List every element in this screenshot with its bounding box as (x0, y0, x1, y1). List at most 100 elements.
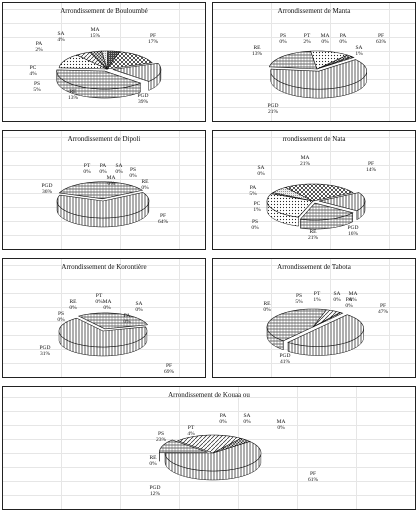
pie-chart (58, 312, 149, 357)
pie-chart (268, 50, 368, 99)
pie-slice (316, 56, 355, 70)
pie-slice (101, 50, 109, 70)
pie-slice (212, 438, 251, 454)
pie-slice (56, 69, 142, 90)
pie-slice (284, 183, 354, 202)
pie-slice (77, 312, 149, 330)
pie-chart (56, 50, 162, 99)
chart-title: Arrondissement de Dipoli (67, 135, 141, 143)
pie-slice (58, 54, 108, 70)
chart-title: Arrondissement de Tabota (277, 263, 351, 271)
pie-chart (266, 308, 364, 356)
pie-slice (56, 192, 150, 219)
pie-slice (58, 181, 144, 200)
chart-title: Arrondissement de Korontière (61, 263, 147, 271)
pie-slice (106, 51, 153, 70)
chart-title: Arrondissement de Bouloumbé (60, 7, 148, 15)
pie-slice (318, 192, 366, 212)
chart-title: rrondissement de Nata (282, 135, 346, 143)
chart-title: Arrondissement de Kouaa ou (168, 391, 250, 399)
pie-slice (312, 309, 341, 328)
pie-chart (266, 183, 366, 230)
pie-slice (112, 62, 162, 82)
pie-slice (272, 187, 314, 202)
pie-slice (164, 441, 262, 472)
pie-slice (159, 439, 208, 453)
pie-slice (270, 59, 368, 90)
pie-slice (266, 308, 328, 342)
pie-slice (266, 193, 314, 218)
chart-title: Arrondissement de Manta (277, 7, 351, 15)
pie-slice (310, 50, 349, 70)
pie-slice (268, 50, 318, 70)
pie-slice (75, 51, 108, 70)
pie-chart (159, 434, 262, 481)
pie-chart (56, 181, 150, 228)
pie-slice (176, 434, 242, 454)
pie-slice (312, 312, 344, 328)
pie-slice (58, 317, 148, 348)
pie-slice (299, 202, 354, 221)
